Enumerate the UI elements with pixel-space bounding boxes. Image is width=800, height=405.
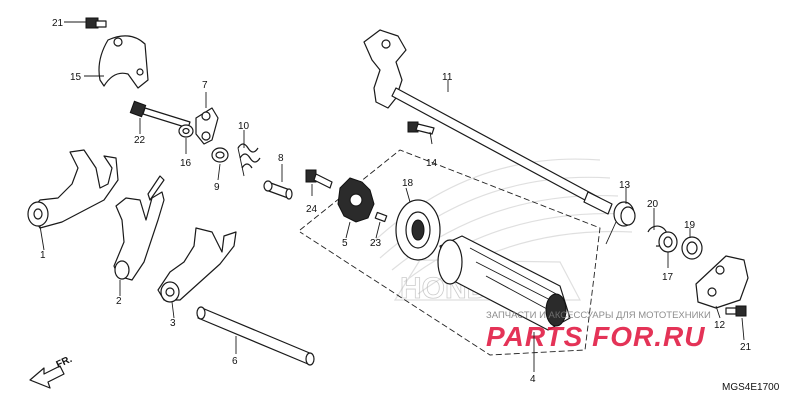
- gearshift-spindle-11: [363, 29, 613, 215]
- bolt-21-top: [85, 17, 107, 29]
- callout-5: 5: [342, 238, 348, 249]
- callout-9: 9: [214, 182, 220, 193]
- watermark-caption: ЗАПЧАСТИ И АКСЕССУАРЫ ДЛЯ МОТОТЕХНИКИ: [486, 310, 711, 321]
- stopper-plate-15: [98, 35, 149, 89]
- bolt-24: [305, 169, 333, 189]
- plate-12: [695, 255, 749, 309]
- bolt-22: [129, 100, 191, 129]
- callout-16: 16: [180, 158, 192, 169]
- front-direction-label: FR.: [55, 354, 74, 371]
- leader-lines: [39, 21, 745, 372]
- callout-21-bottom: 21: [740, 342, 752, 353]
- dowel-pin-23: [374, 211, 388, 223]
- front-direction-arrow: [29, 365, 65, 389]
- bolt-14: [407, 121, 435, 135]
- callout-19: 19: [684, 220, 696, 231]
- callout-1: 1: [40, 250, 46, 261]
- assembly-outline: [299, 149, 601, 356]
- shift-drum-4: [437, 235, 571, 331]
- callout-8: 8: [278, 153, 284, 164]
- callout-4: 4: [530, 374, 536, 385]
- washer-9: [211, 147, 229, 163]
- callout-23: 23: [370, 238, 382, 249]
- callout-20: 20: [647, 199, 659, 210]
- oil-seal-19: [681, 236, 703, 260]
- callout-7: 7: [202, 80, 208, 91]
- callout-15: 15: [70, 72, 82, 83]
- callout-21-top: 21: [52, 18, 64, 29]
- shift-fork-3: [157, 227, 237, 303]
- bolt-21-bottom: [725, 305, 747, 317]
- callout-17: 17: [662, 272, 674, 283]
- callout-18: 18: [402, 178, 414, 189]
- washer-17: [658, 231, 678, 253]
- star-cam-5: [337, 177, 375, 223]
- callout-12: 12: [714, 320, 726, 331]
- callout-6: 6: [232, 356, 238, 367]
- callout-13: 13: [619, 180, 631, 191]
- callout-10: 10: [238, 121, 250, 132]
- bearing-18: [395, 199, 441, 261]
- shift-fork-1: [27, 149, 119, 229]
- fork-shaft-6: [196, 306, 315, 366]
- callout-24: 24: [306, 204, 318, 215]
- callout-2: 2: [116, 296, 122, 307]
- return-spring-13: [605, 201, 636, 245]
- callout-11: 11: [442, 72, 453, 83]
- callout-22: 22: [134, 135, 146, 146]
- stopper-arm-7: [195, 107, 219, 145]
- shift-fork-2: [113, 175, 165, 281]
- diagram-code: MGS4E1700: [722, 382, 780, 393]
- callout-14: 14: [426, 158, 438, 169]
- spring-10: [237, 143, 261, 177]
- collar-8: [263, 180, 293, 200]
- watermark-site: PARTS FOR.RU: [486, 321, 705, 352]
- washer-16: [178, 124, 194, 138]
- callout-3: 3: [170, 318, 176, 329]
